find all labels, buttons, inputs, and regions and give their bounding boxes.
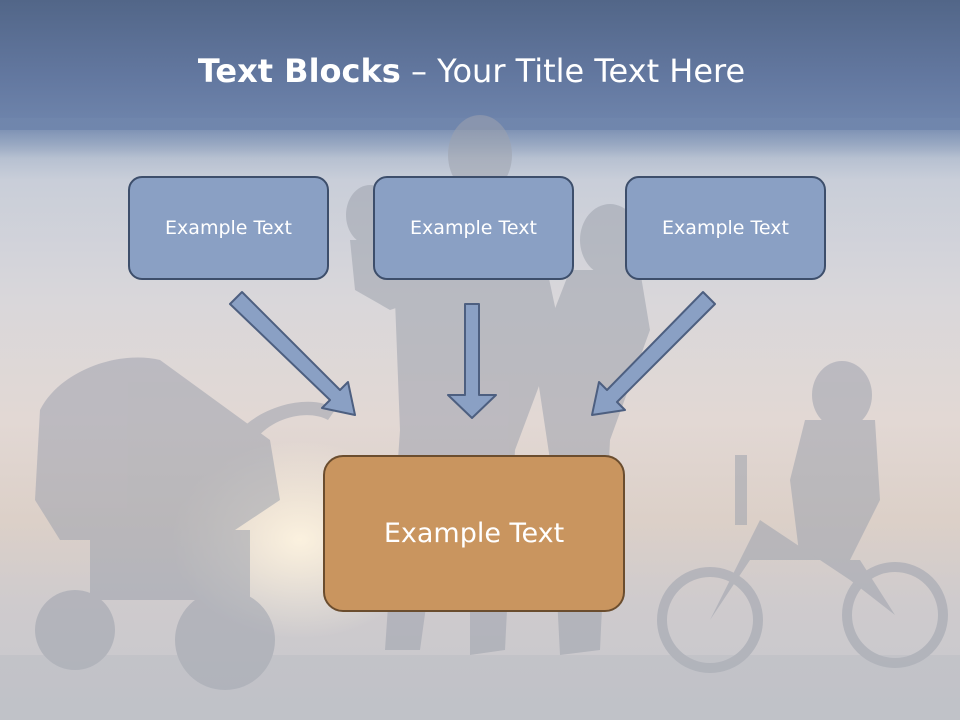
arrow-left-diagonal	[229, 291, 356, 416]
title-dash: –	[400, 52, 438, 90]
text-block-left-label: Example Text	[165, 217, 292, 239]
arrow-right-diagonal	[591, 291, 716, 416]
arrow-middle-down	[447, 303, 497, 419]
title-rest-part: Your Title Text Here	[437, 52, 746, 90]
slide-title: Text Blocks – Your Title Text Here	[0, 52, 943, 90]
text-block-center[interactable]: Example Text	[323, 455, 625, 612]
text-block-right-label: Example Text	[662, 217, 789, 239]
text-block-center-label: Example Text	[383, 518, 565, 549]
text-block-right[interactable]: Example Text	[625, 176, 826, 280]
title-bold-part: Text Blocks	[197, 52, 401, 90]
header-band	[0, 0, 960, 130]
text-block-middle[interactable]: Example Text	[373, 176, 574, 280]
text-block-middle-label: Example Text	[410, 217, 537, 239]
text-block-left[interactable]: Example Text	[128, 176, 329, 280]
